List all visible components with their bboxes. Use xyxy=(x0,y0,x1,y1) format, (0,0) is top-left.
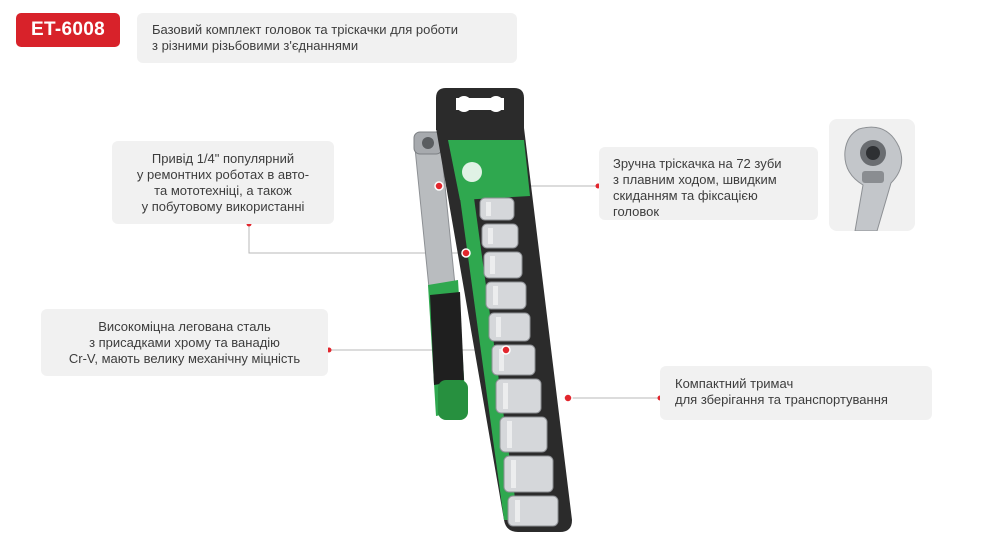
ratchet-handle-icon xyxy=(413,131,468,420)
callout-drive-line: у ремонтних роботах в авто- xyxy=(136,167,310,182)
leader-line-drive xyxy=(248,224,466,254)
callout-steel-line: Високоміцна легована сталь xyxy=(98,319,271,334)
ratchet-head-icon xyxy=(844,126,903,231)
callout-drive-line: та мототехніці, а також xyxy=(154,183,292,198)
callout-intro-line: Базовий комплект головок та тріскачки дл… xyxy=(152,22,458,37)
callout-steel-line: Cr-V, мають велику механічну міцність xyxy=(68,351,301,366)
callout-ratchet: Зручна тріскачка на 72 зуби з плавним хо… xyxy=(599,147,818,220)
callout-ratchet-line: головок xyxy=(613,204,660,219)
callout-drive: Привід 1/4" популярний у ремонтних робот… xyxy=(112,141,334,224)
callout-intro-line: з різними різьбовими з'єднаннями xyxy=(152,38,359,53)
callout-ratchet-line: скиданням та фіксацією xyxy=(613,188,758,203)
callout-ratchet-line: Зручна тріскачка на 72 зуби xyxy=(613,156,782,171)
callout-steel: Високоміцна легована сталь з присадками … xyxy=(41,309,328,376)
ratchet-thumbnail xyxy=(829,119,915,231)
model-badge: ET-6008 xyxy=(16,13,120,47)
marker-steel xyxy=(501,345,511,355)
model-code: ET-6008 xyxy=(31,19,105,40)
marker-holder xyxy=(563,393,573,403)
callout-drive-line: у побутовому використанні xyxy=(141,199,305,214)
callout-holder-line: Компактний тримач xyxy=(675,376,794,391)
callout-holder: Компактний тримач для зберігання та тран… xyxy=(660,366,932,420)
marker-ratchet xyxy=(434,181,444,191)
callout-drive-line: Привід 1/4" популярний xyxy=(151,151,295,166)
socket-set-holder-icon xyxy=(413,88,573,532)
callout-ratchet-line: з плавним ходом, швидким xyxy=(613,172,777,187)
callout-intro: Базовий комплект головок та тріскачки дл… xyxy=(137,13,517,63)
callout-steel-line: з присадками хрому та ванадію xyxy=(89,335,280,350)
callout-holder-line: для зберігання та транспортування xyxy=(675,392,888,407)
marker-drive xyxy=(461,248,471,258)
